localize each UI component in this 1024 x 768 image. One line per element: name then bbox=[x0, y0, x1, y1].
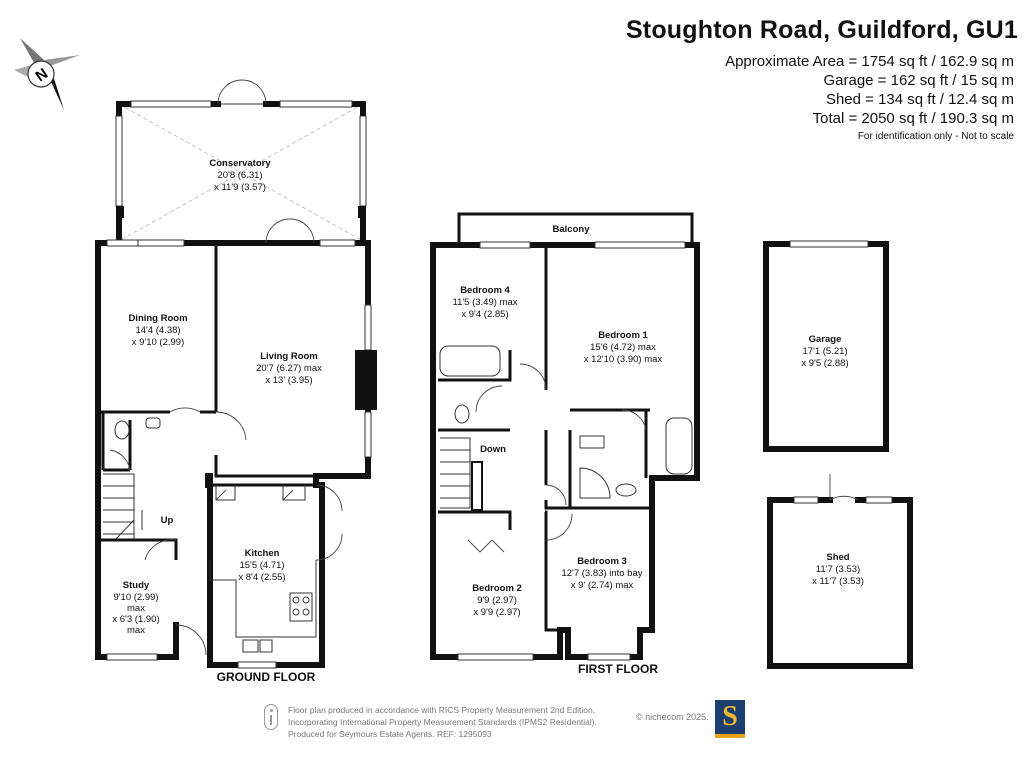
kitchen-dim2: x 8'4 (2.55) bbox=[238, 572, 285, 583]
conservatory-name: Conservatory bbox=[209, 158, 271, 169]
study-dim2: max bbox=[127, 603, 145, 614]
study-name: Study bbox=[123, 580, 150, 591]
chimney-breast bbox=[355, 350, 377, 410]
bedroom3-window bbox=[587, 653, 631, 661]
bath-bedroom4 bbox=[439, 345, 501, 377]
garage: Garage 17'1 (5.21) x 9'5 (2.88) bbox=[763, 240, 889, 452]
study-dim3: x 6'3 (1.90) bbox=[112, 614, 159, 625]
shed-door bbox=[829, 495, 859, 501]
ground-floor bbox=[95, 79, 377, 669]
study-window bbox=[106, 653, 158, 661]
front-door bbox=[175, 624, 207, 656]
study-dim4: max bbox=[127, 625, 145, 636]
kitchen-window bbox=[237, 661, 277, 669]
conservatory-dim2: x 11'9 (3.57) bbox=[214, 182, 266, 193]
bed4-dim1: 11'5 (3.49) max bbox=[452, 297, 517, 308]
footer-line-3: Produced for Seymours Estate Agents. REF… bbox=[288, 729, 492, 739]
bedroom2-window bbox=[457, 653, 534, 661]
bed4-name: Bedroom 4 bbox=[460, 285, 510, 296]
ensuite-bath bbox=[665, 417, 693, 475]
conservatory-window bbox=[130, 100, 212, 108]
wc-basin bbox=[145, 417, 161, 429]
area-approx: Approximate Area = 1754 sq ft / 162.9 sq… bbox=[725, 53, 1014, 70]
basin bbox=[615, 483, 637, 497]
footer-line-2: Incorporating International Property Mea… bbox=[288, 717, 597, 727]
conservatory-window bbox=[115, 115, 123, 207]
dining-window bbox=[137, 239, 185, 247]
bedroom2-wardrobe bbox=[467, 539, 505, 553]
first-floor-labels: Balcony Bedroom 4 11'5 (3.49) max x 9'4 … bbox=[452, 224, 662, 676]
wc-toilet bbox=[114, 420, 130, 440]
living-window bbox=[319, 239, 356, 247]
bedroom4-window bbox=[479, 241, 531, 249]
bed2-name: Bedroom 2 bbox=[472, 583, 522, 594]
area-shed: Shed = 134 sq ft / 12.4 sq m bbox=[825, 91, 1014, 108]
shed-dim2: x 11'7 (3.53) bbox=[812, 576, 864, 587]
sink bbox=[242, 639, 259, 653]
bed3-dim1: 12'7 (3.83) into bay bbox=[561, 568, 642, 579]
dining-name: Dining Room bbox=[128, 313, 187, 324]
seymours-logo: S bbox=[715, 700, 745, 738]
shower bbox=[579, 467, 611, 499]
ground-floor-label: GROUND FLOOR bbox=[217, 670, 316, 684]
shed-dim1: 11'7 (3.53) bbox=[816, 564, 860, 575]
living-french-door bbox=[265, 218, 315, 244]
balcony-label: Balcony bbox=[553, 224, 591, 235]
copyright: © nichecom 2025. bbox=[636, 712, 709, 722]
kitchen-name: Kitchen bbox=[245, 548, 280, 559]
conservatory-window bbox=[359, 115, 367, 207]
scale-note: For identification only - Not to scale bbox=[857, 131, 1014, 142]
stairs-ground bbox=[103, 473, 143, 541]
dining-dim1: 14'4 (4.38) bbox=[135, 325, 180, 336]
garage-name: Garage bbox=[809, 334, 842, 345]
first-floor-label: FIRST FLOOR bbox=[578, 662, 658, 676]
living-dim1: 20'7 (6.27) max bbox=[256, 363, 322, 374]
stairs-first bbox=[440, 437, 483, 511]
conservatory-dim1: 20'8 (6.31) bbox=[217, 170, 262, 181]
hob bbox=[289, 592, 313, 622]
bed3-dim2: x 9' (2.74) max bbox=[571, 580, 634, 591]
conservatory-window bbox=[279, 100, 353, 108]
bed2-dim1: 9'9 (2.97) bbox=[477, 595, 517, 606]
bed3-name: Bedroom 3 bbox=[577, 556, 627, 567]
dining-dim2: x 9'10 (2.99) bbox=[132, 337, 185, 348]
study-dim1: 9'10 (2.99) bbox=[113, 592, 158, 603]
info-icon bbox=[264, 704, 278, 730]
shed-window bbox=[865, 496, 893, 504]
footer-line-1: Floor plan produced in accordance with R… bbox=[288, 705, 596, 715]
bedroom1-window bbox=[594, 241, 686, 249]
compass-circle bbox=[27, 60, 55, 88]
first-outer-walls bbox=[430, 242, 700, 660]
shed-name: Shed bbox=[826, 552, 849, 563]
living-name: Living Room bbox=[260, 351, 318, 362]
living-dim2: x 13' (3.95) bbox=[265, 375, 312, 386]
first-floor bbox=[430, 212, 700, 661]
garage-dim1: 17'1 (5.21) bbox=[802, 346, 847, 357]
shed-window bbox=[793, 496, 819, 504]
bed4-dim2: x 9'4 (2.85) bbox=[461, 309, 508, 320]
kitchen-units bbox=[209, 560, 317, 638]
bed1-dim1: 15'6 (4.72) max bbox=[590, 342, 656, 353]
kitchen-side-door bbox=[315, 484, 343, 561]
area-garage: Garage = 162 sq ft / 15 sq m bbox=[823, 72, 1014, 89]
property-title: Stoughton Road, Guildford, GU1 bbox=[625, 16, 1018, 44]
compass-east-point bbox=[44, 55, 80, 66]
kitchen-dim1: 15'5 (4.71) bbox=[239, 560, 284, 571]
footer-text: Floor plan produced in accordance with R… bbox=[288, 704, 597, 740]
ground-floor-labels: Conservatory 20'8 (6.31) x 11'9 (3.57) D… bbox=[112, 158, 322, 684]
garage-dim2: x 9'5 (2.88) bbox=[801, 358, 848, 369]
shed-walls bbox=[767, 497, 913, 669]
compass: N bbox=[14, 38, 80, 110]
area-total: Total = 2050 sq ft / 190.3 sq m bbox=[812, 110, 1014, 127]
garage-door bbox=[789, 240, 869, 248]
toilet bbox=[454, 404, 470, 424]
conservatory-french-door bbox=[217, 79, 267, 105]
bed1-dim2: x 12'10 (3.90) max bbox=[584, 354, 663, 365]
bed2-dim2: x 9'9 (2.97) bbox=[473, 607, 520, 618]
stairs-up-label: Up bbox=[161, 515, 174, 526]
bed1-name: Bedroom 1 bbox=[598, 330, 648, 341]
shed: Shed 11'7 (3.53) x 11'7 (3.53) bbox=[767, 474, 913, 669]
stairs-down-label: Down bbox=[480, 444, 506, 455]
